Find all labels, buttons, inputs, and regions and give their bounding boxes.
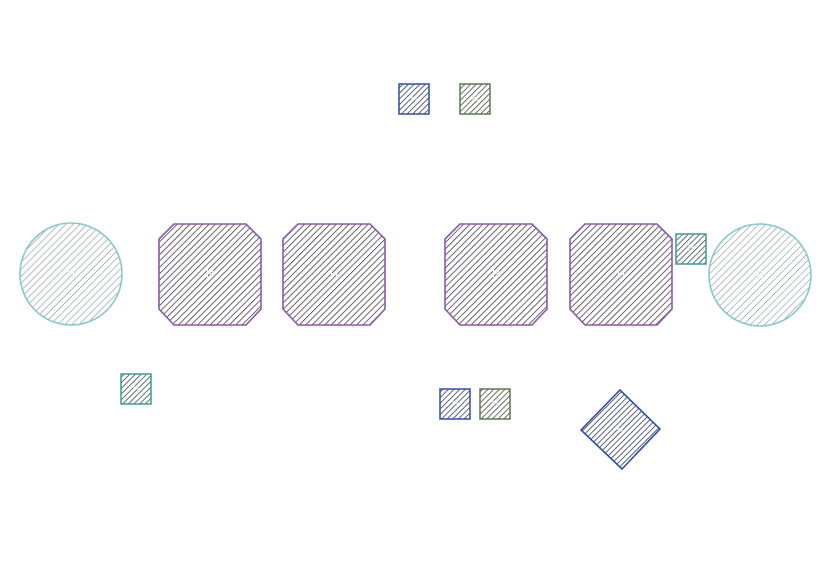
node-label: B bbox=[756, 269, 764, 282]
node-label: H bbox=[206, 268, 214, 281]
circle-node-left[interactable]: H bbox=[19, 222, 123, 326]
octagon-node-3[interactable]: H bbox=[444, 223, 548, 326]
octagon-node-2[interactable]: H bbox=[282, 223, 386, 326]
node-label: H bbox=[133, 384, 140, 394]
node-label: H bbox=[688, 244, 695, 254]
node-label: H bbox=[492, 399, 499, 409]
square-node-bottom-green[interactable]: H bbox=[479, 388, 511, 420]
node-label: H bbox=[472, 94, 479, 104]
square-node-top-green[interactable]: H bbox=[459, 83, 491, 115]
diamond-node-bottom[interactable]: H bbox=[579, 388, 662, 471]
node-label: H bbox=[330, 268, 338, 281]
circle-node-right[interactable]: B bbox=[708, 223, 812, 327]
node-label: H bbox=[617, 425, 624, 435]
node-label: H bbox=[452, 399, 459, 409]
square-node-left-teal[interactable]: H bbox=[120, 373, 152, 405]
node-label: H bbox=[67, 268, 75, 281]
octagon-node-4[interactable]: H bbox=[569, 223, 673, 326]
square-node-bottom-blue[interactable]: H bbox=[439, 388, 471, 420]
node-label: H bbox=[411, 94, 418, 104]
square-node-top-blue[interactable]: H bbox=[398, 83, 430, 115]
node-label: H bbox=[492, 268, 500, 281]
octagon-node-1[interactable]: H bbox=[158, 223, 262, 326]
node-label: H bbox=[617, 268, 625, 281]
square-node-right-teal[interactable]: H bbox=[675, 233, 707, 265]
